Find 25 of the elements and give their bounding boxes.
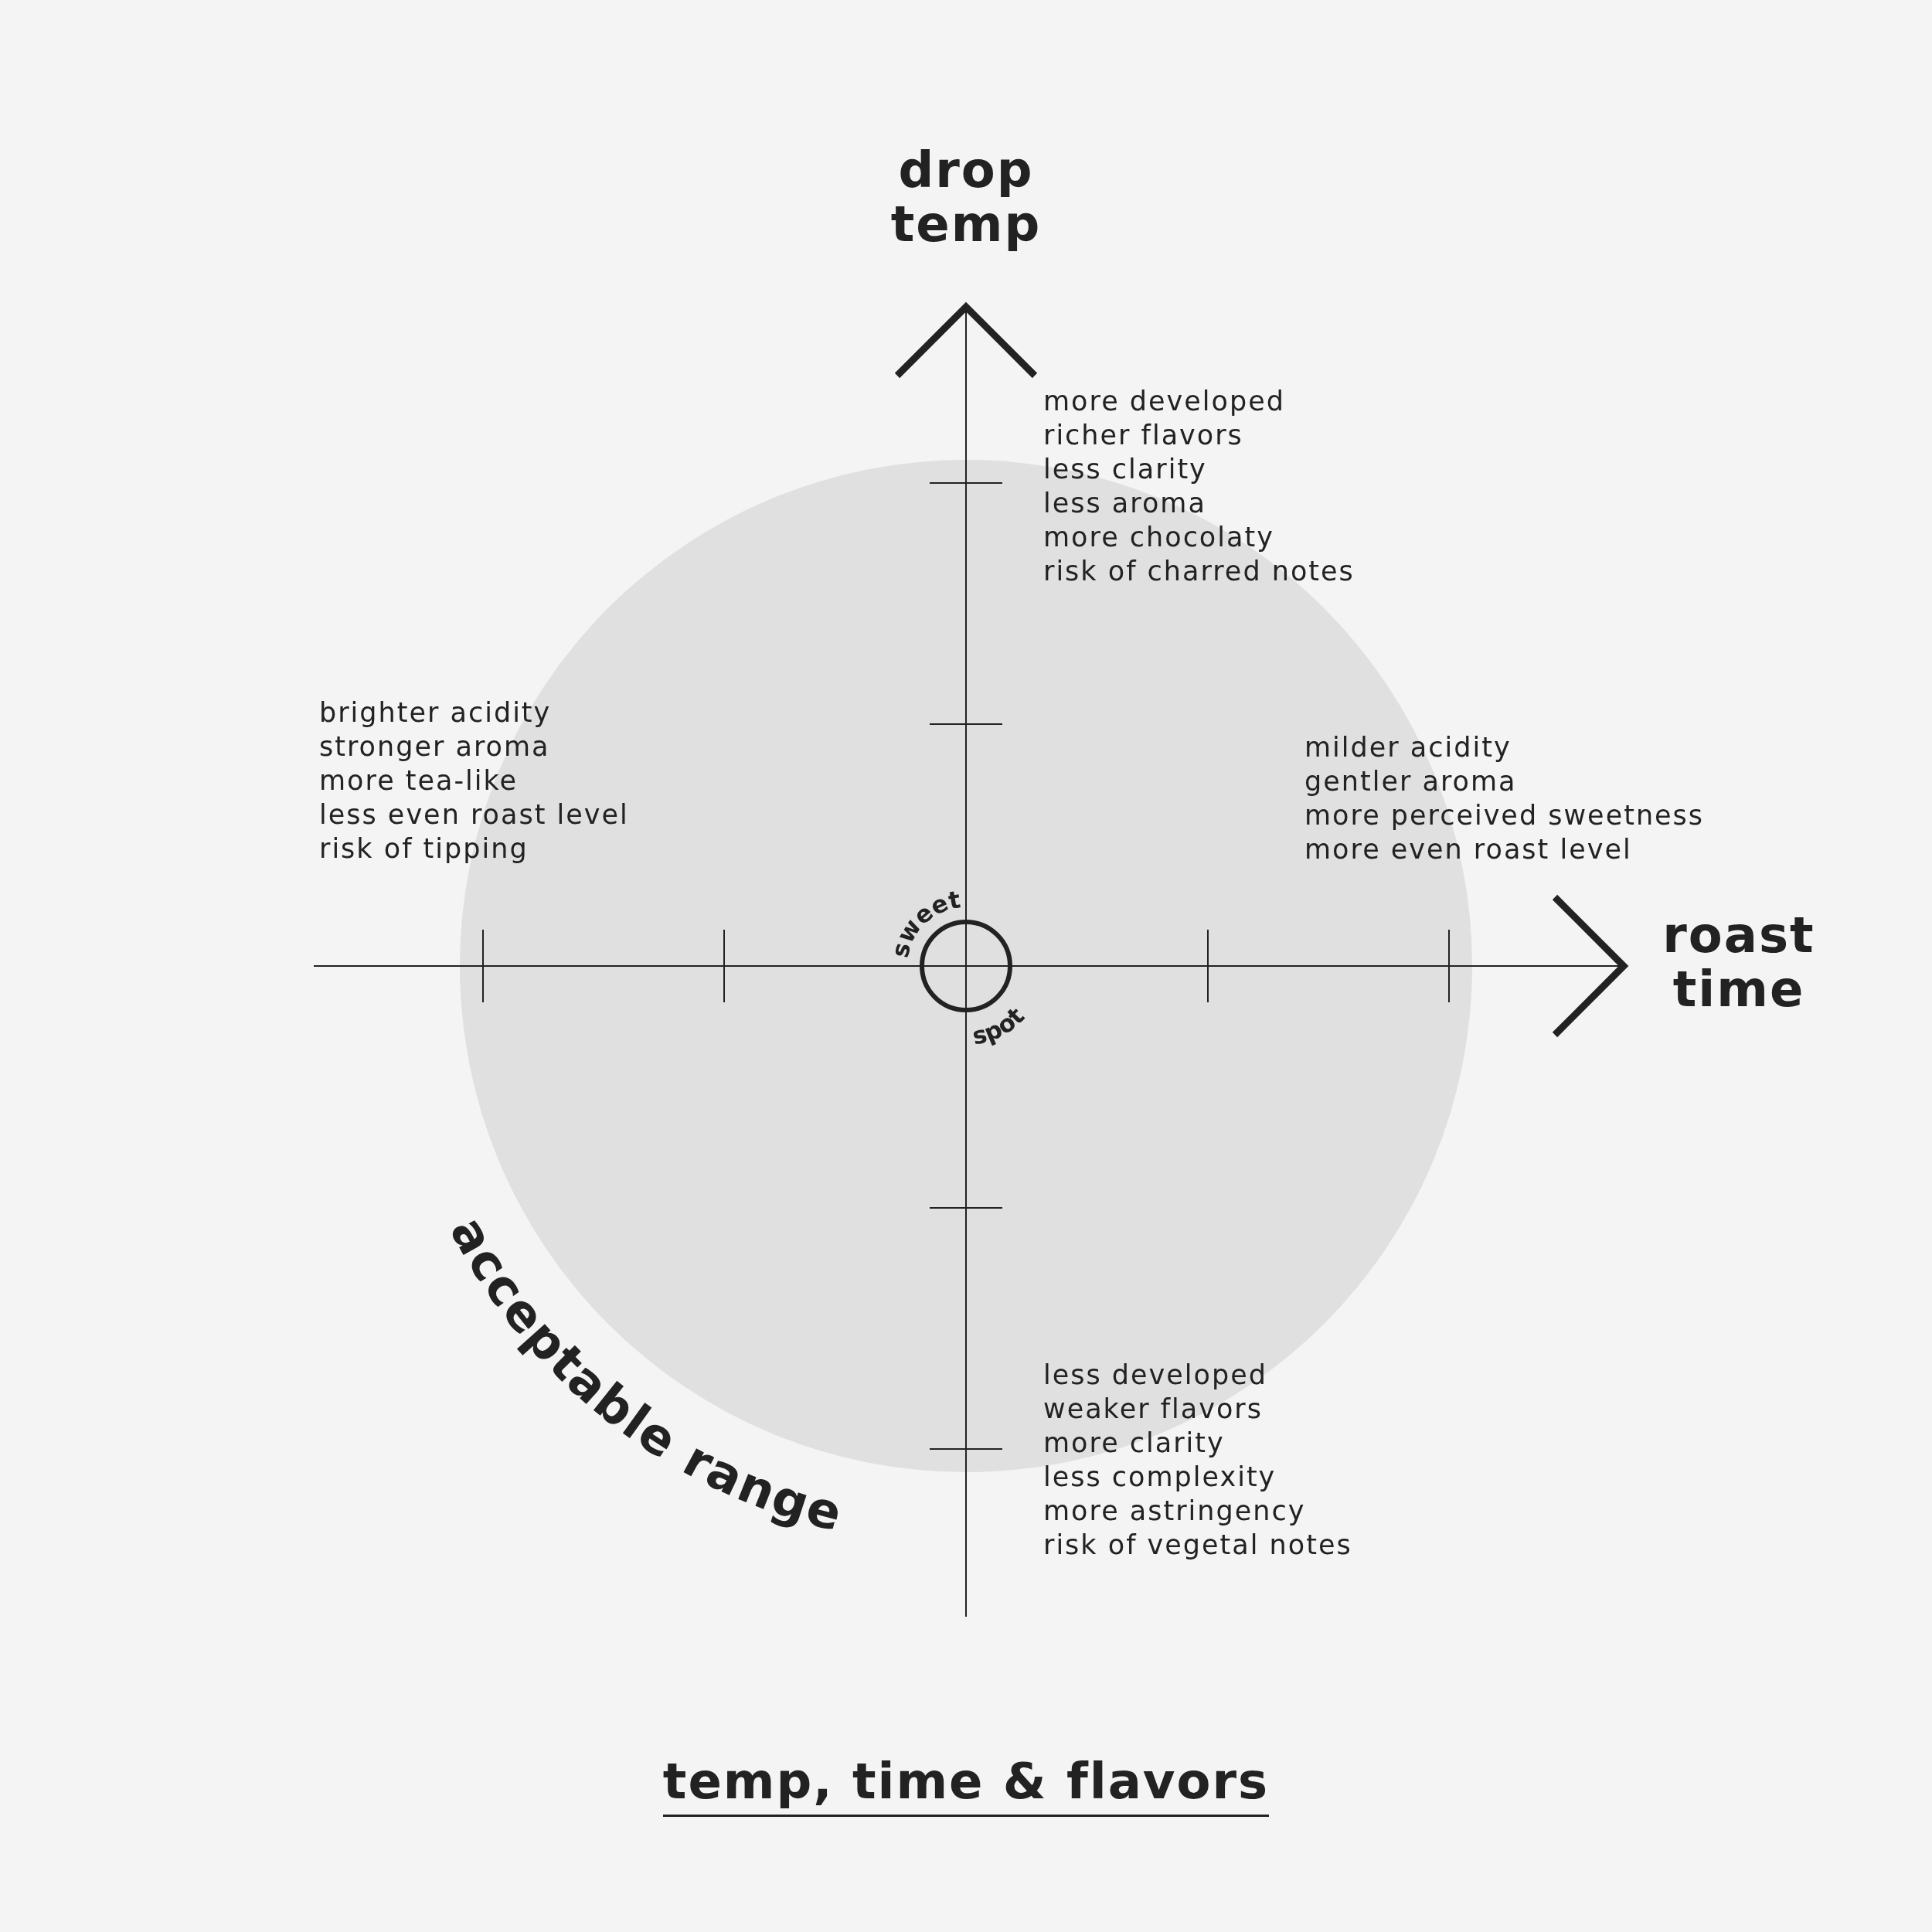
flavor-note: less complexity xyxy=(1043,1461,1277,1494)
flavor-note: more clarity xyxy=(1043,1427,1225,1460)
flavor-note: brighter acidity xyxy=(319,696,552,730)
flavor-note: stronger aroma xyxy=(319,730,550,764)
flavor-note: richer flavors xyxy=(1043,419,1243,452)
flavor-note: more astringency xyxy=(1043,1495,1306,1528)
curved-label: spot xyxy=(970,1002,1030,1050)
flavor-note: more developed xyxy=(1043,385,1285,418)
title: temp, time & flavors xyxy=(662,1753,1270,1817)
flavor-note: risk of vegetal notes xyxy=(1043,1529,1352,1562)
flavor-note: less even roast level xyxy=(319,798,629,832)
flavor-note: more chocolaty xyxy=(1043,521,1274,554)
flavor-note: more tea-like xyxy=(319,764,519,798)
flavor-note: risk of tipping xyxy=(319,832,529,866)
flavor-note: less aroma xyxy=(1043,487,1206,520)
flavor-note: weaker flavors xyxy=(1043,1393,1263,1426)
flavor-note: more even roast level xyxy=(1304,833,1632,866)
axis-label: drop temp xyxy=(889,143,1043,251)
flavor-note: gentler aroma xyxy=(1304,765,1517,798)
flavor-note: more perceived sweetness xyxy=(1304,799,1705,832)
flavor-note: risk of charred notes xyxy=(1043,555,1355,588)
flavor-note: less developed xyxy=(1043,1359,1267,1392)
flavor-note: less clarity xyxy=(1043,453,1207,486)
flavor-note: milder acidity xyxy=(1304,731,1512,764)
axis-label: roast time xyxy=(1662,908,1816,1016)
